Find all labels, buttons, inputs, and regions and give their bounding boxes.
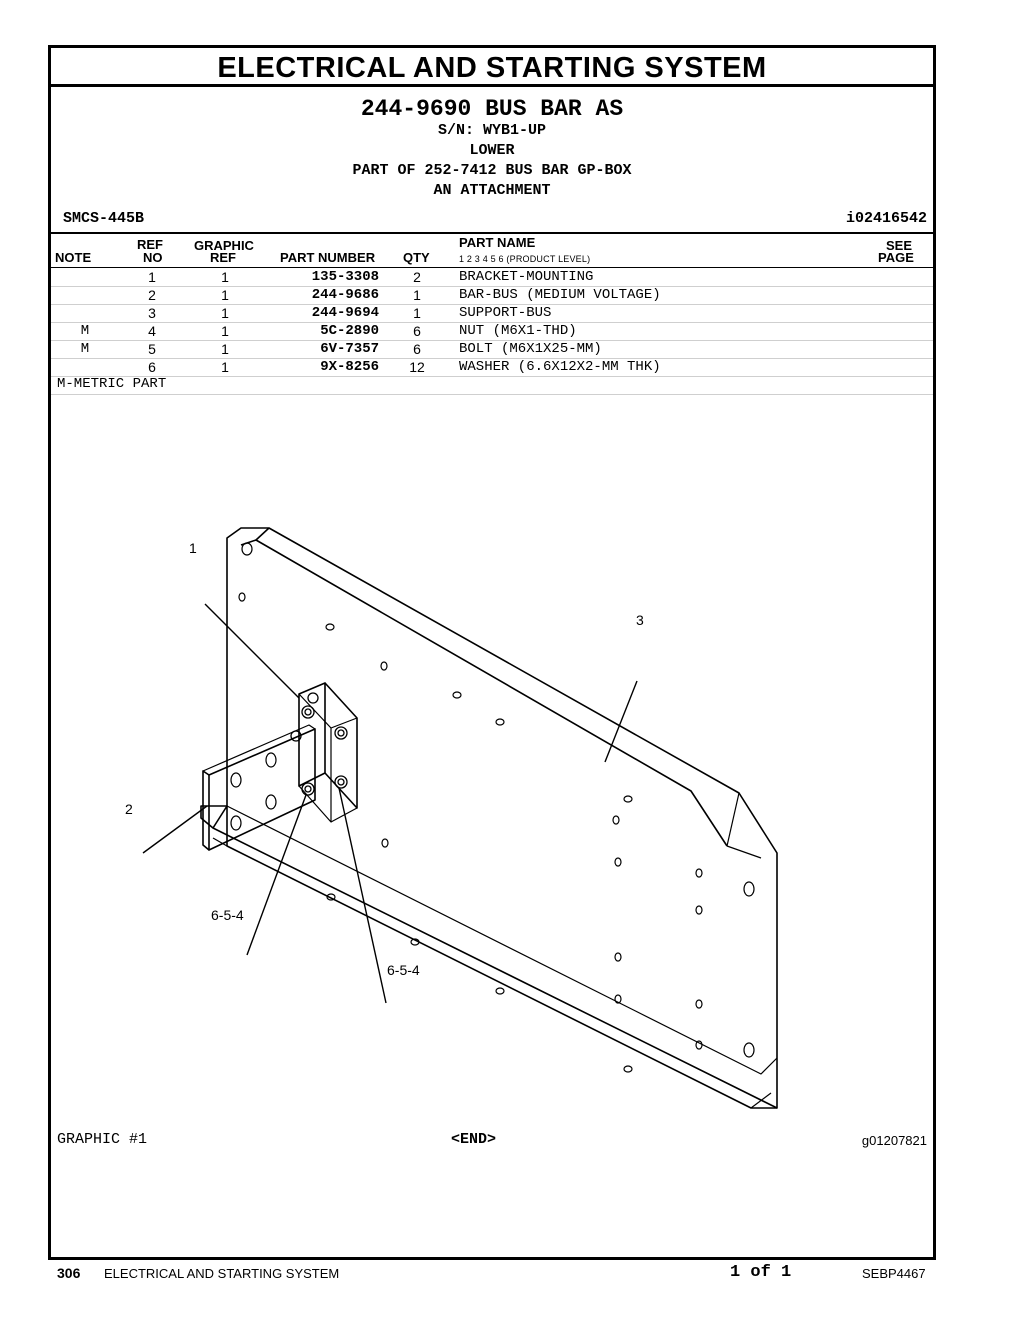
col-part-name: PART NAME — [459, 235, 536, 250]
callout-6-5-4-right: 6-5-4 — [387, 962, 420, 978]
cell-qty: 1 — [413, 287, 421, 303]
leader-lines — [142, 603, 638, 1004]
header-line-part-of: PART OF 252-7412 BUS BAR GP-BOX — [352, 162, 632, 179]
table-top-rule — [51, 232, 933, 234]
table-row: M 4 1 5C-2890 6 NUT (M6X1-THD) — [51, 322, 933, 341]
col-part-number: PART NUMBER — [280, 250, 376, 265]
cell-note: M — [80, 323, 90, 339]
col-graphic-top: GRAPHIC — [194, 238, 254, 253]
col-qty: QTY — [403, 250, 430, 265]
col-note: NOTE — [55, 250, 92, 265]
col-see-top: SEE — [886, 238, 913, 253]
cell-qty: 2 — [413, 269, 421, 285]
smcs-code: SMCS-445B — [63, 210, 145, 227]
graphic-label: GRAPHIC #1 — [57, 1131, 148, 1148]
table-header-rule — [51, 267, 933, 268]
metric-footnote: M-METRIC PART — [57, 376, 167, 392]
cell-part-number: 244-9686 — [311, 287, 379, 303]
cell-part-name: WASHER (6.6X12X2-MM THK) — [459, 359, 661, 375]
cell-note: M — [80, 341, 90, 357]
cell-ref: 2 — [148, 287, 156, 303]
page-frame: ELECTRICAL AND STARTING SYSTEM 244-9690 … — [48, 45, 936, 1260]
callout-3: 3 — [636, 612, 644, 628]
cell-part-number: 244-9694 — [311, 305, 379, 321]
serial-number: S/N: WYB1-UP — [437, 122, 547, 139]
cell-qty: 6 — [413, 323, 421, 339]
cell-ref: 1 — [148, 269, 156, 285]
cell-graphic-ref: 1 — [221, 323, 229, 339]
plate-holes — [238, 542, 755, 1073]
document-id: SEBP4467 — [862, 1266, 926, 1281]
cell-ref: 3 — [148, 305, 156, 321]
cell-part-number: 5C-2890 — [320, 323, 379, 339]
cell-part-number: 135-3308 — [311, 269, 379, 285]
cell-part-number: 9X-8256 — [320, 359, 379, 375]
table-row: 2 1 244-9686 1 BAR-BUS (MEDIUM VOLTAGE) — [51, 286, 933, 305]
table-row: M 5 1 6V-7357 6 BOLT (M6X1X25-MM) — [51, 340, 933, 359]
cell-part-name: NUT (M6X1-THD) — [459, 323, 577, 339]
assembly-title: 244-9690 BUS BAR AS — [360, 96, 624, 122]
table-row: 6 1 9X-8256 12 WASHER (6.6X12X2-MM THK) — [51, 358, 933, 377]
cell-graphic-ref: 1 — [221, 305, 229, 321]
callout-6-5-4-left: 6-5-4 — [211, 907, 244, 923]
page-of: 1 of 1 — [730, 1263, 792, 1282]
cell-qty: 1 — [413, 305, 421, 321]
graphic-number: g01207821 — [861, 1133, 927, 1148]
cell-graphic-ref: 1 — [221, 359, 229, 375]
support-bus-plate — [200, 527, 778, 1109]
cell-ref: 4 — [148, 323, 156, 339]
col-ref-bottom: NO — [143, 250, 163, 265]
header-line-attachment: AN ATTACHMENT — [433, 182, 551, 199]
mounting-bracket — [298, 682, 358, 823]
cell-part-number: 6V-7357 — [320, 341, 379, 357]
document-ident: i02416542 — [845, 210, 927, 227]
callout-1: 1 — [189, 540, 197, 556]
table-row: 3 1 244-9694 1 SUPPORT-BUS — [51, 304, 933, 323]
cell-ref: 5 — [148, 341, 156, 357]
bus-bar — [202, 724, 316, 851]
cell-ref: 6 — [148, 359, 156, 375]
section-title: ELECTRICAL AND STARTING SYSTEM — [51, 48, 933, 87]
cell-qty: 6 — [413, 341, 421, 357]
table-row: 1 1 135-3308 2 BRACKET-MOUNTING — [51, 268, 933, 287]
bus-bar-illustration — [142, 527, 778, 1109]
fasteners — [290, 692, 348, 796]
cell-part-name: BAR-BUS (MEDIUM VOLTAGE) — [459, 287, 661, 303]
cell-part-name: SUPPORT-BUS — [459, 305, 552, 321]
cell-graphic-ref: 1 — [221, 287, 229, 303]
header-line-lower: LOWER — [469, 142, 515, 159]
footer-section: ELECTRICAL AND STARTING SYSTEM — [104, 1266, 340, 1281]
page-number: 306 — [57, 1265, 81, 1281]
cell-part-name: BRACKET-MOUNTING — [459, 269, 594, 285]
footnote-rule — [51, 394, 933, 395]
cell-graphic-ref: 1 — [221, 269, 229, 285]
cell-qty: 12 — [409, 359, 425, 375]
end-marker: <END> — [451, 1131, 497, 1148]
cell-graphic-ref: 1 — [221, 341, 229, 357]
cell-part-name: BOLT (M6X1X25-MM) — [459, 341, 602, 357]
col-see-bottom: PAGE — [878, 250, 914, 265]
col-graphic-bottom: REF — [210, 250, 236, 265]
product-levels: 1 2 3 4 5 6 (PRODUCT LEVEL) — [459, 254, 591, 264]
callout-2: 2 — [125, 801, 133, 817]
col-ref-top: REF — [137, 237, 163, 252]
